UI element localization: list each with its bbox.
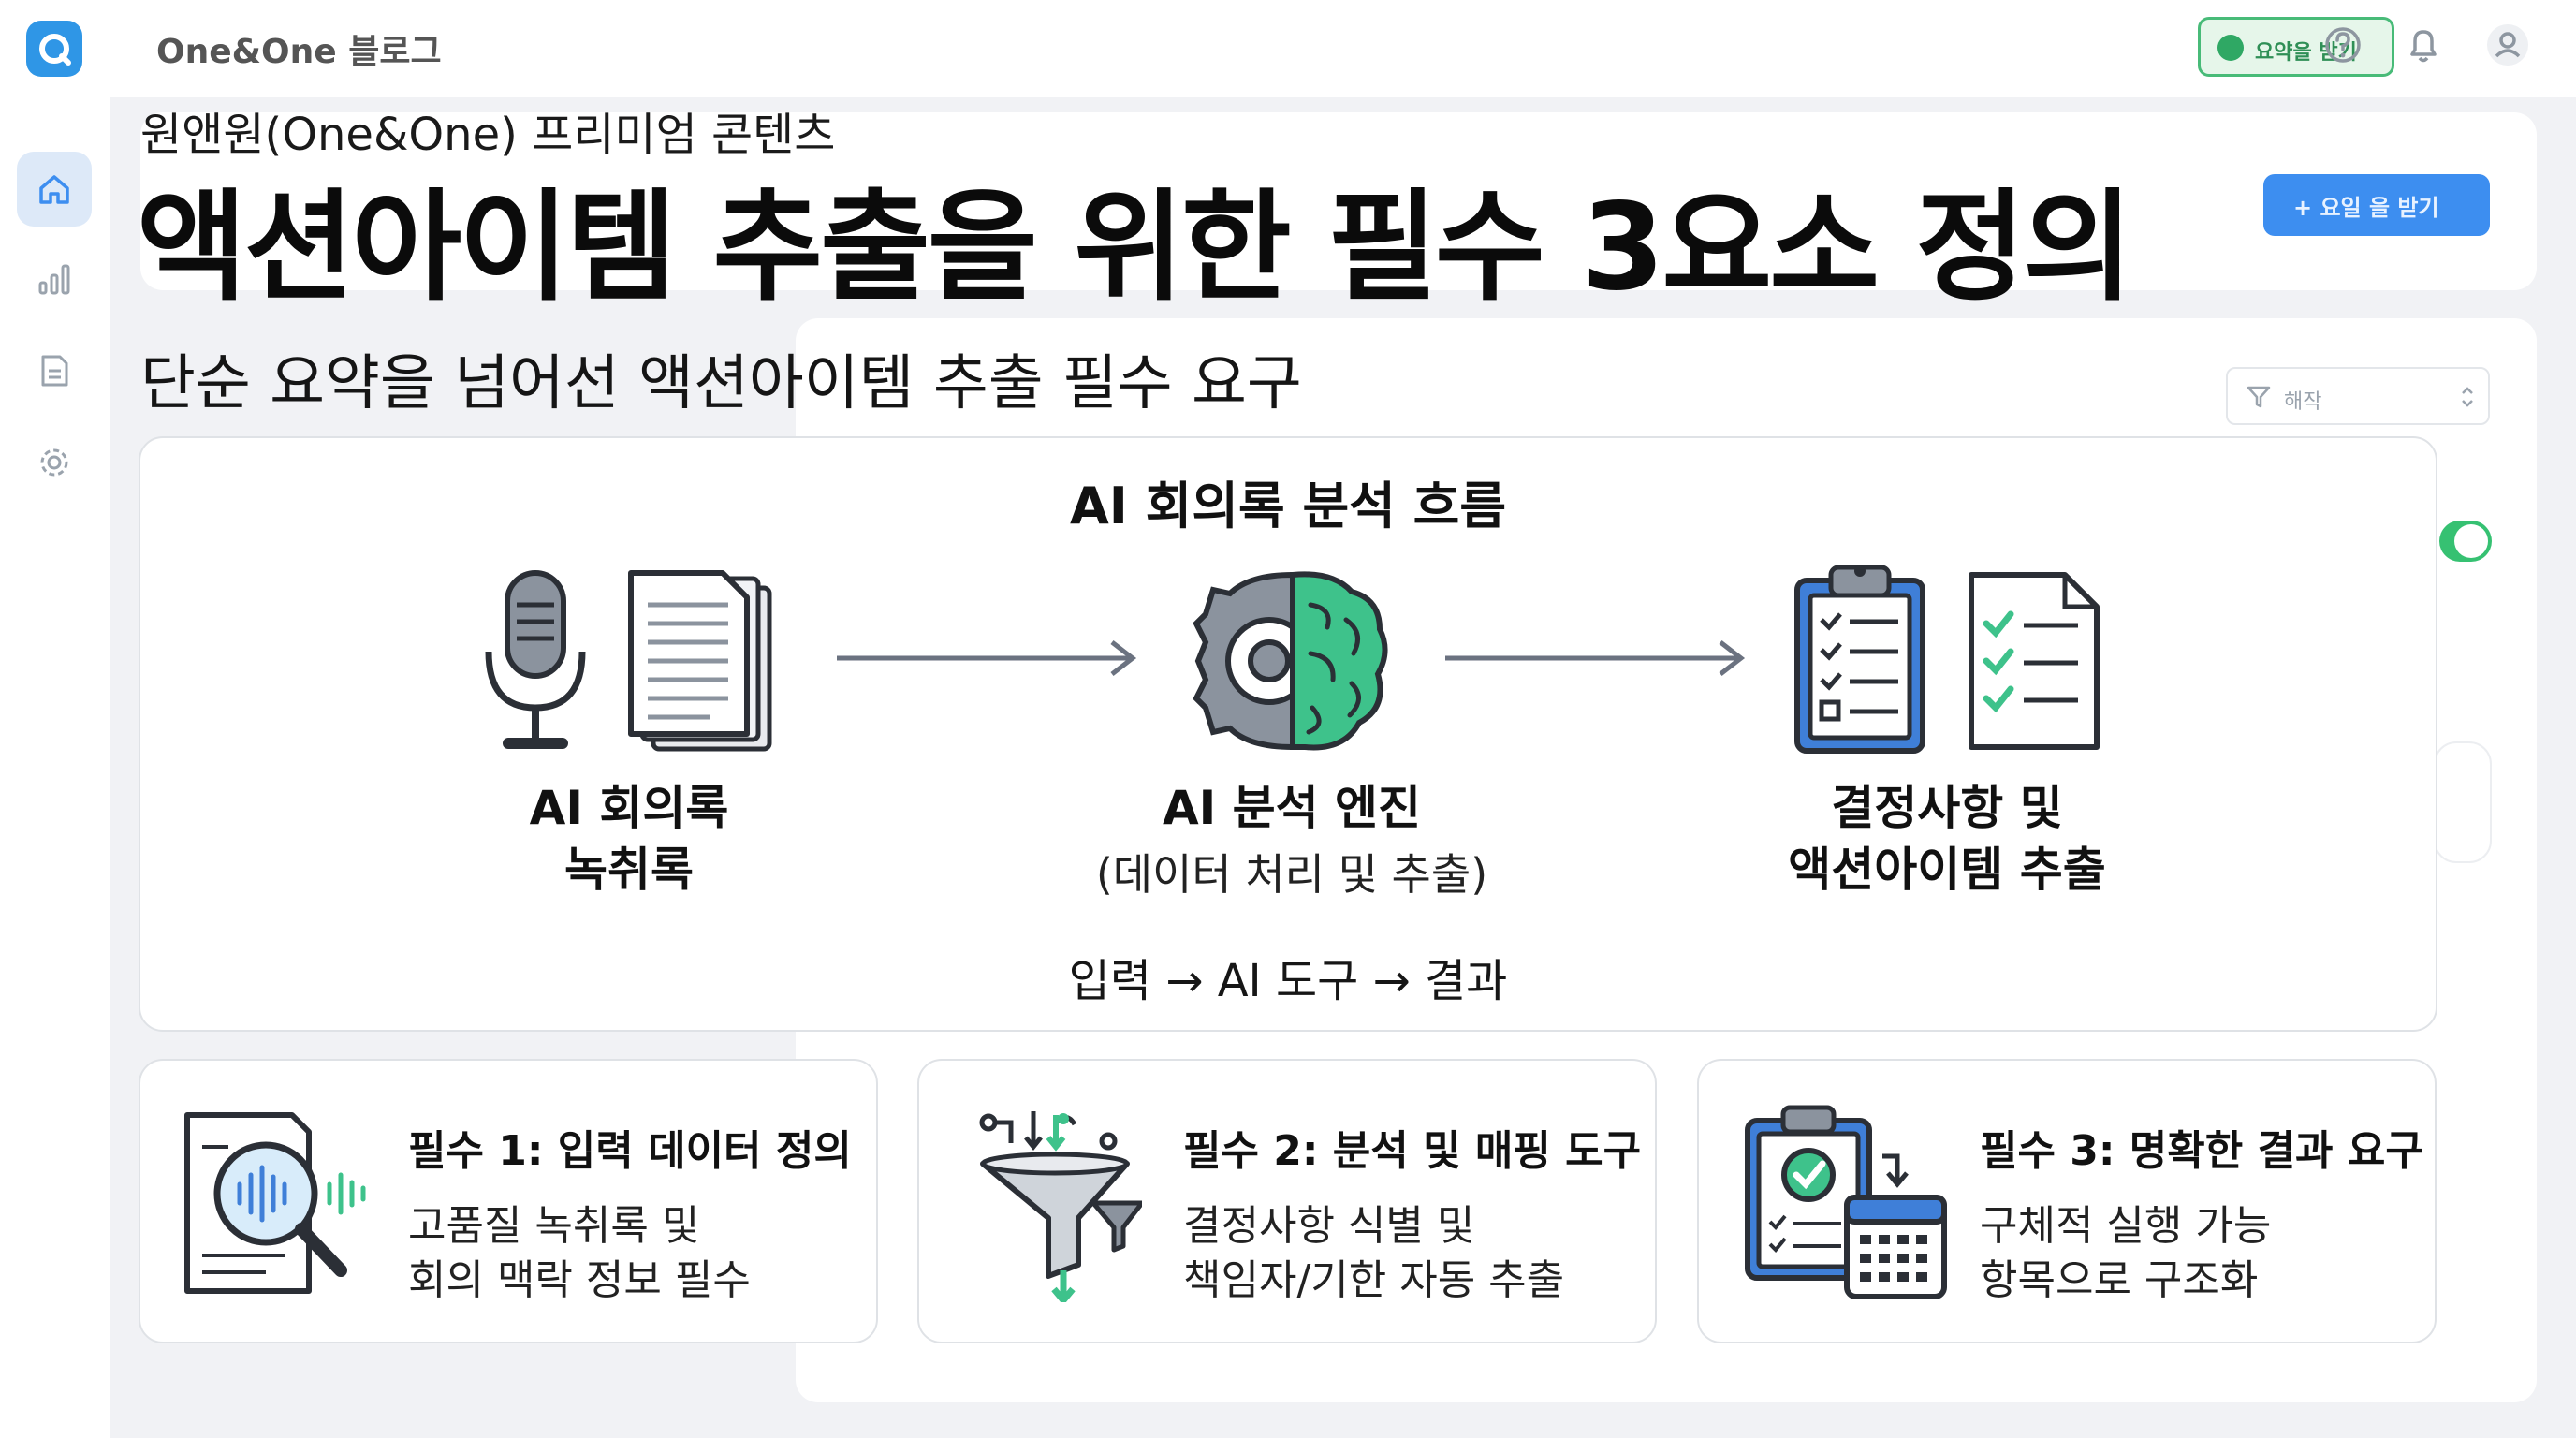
sidebar-item-stats[interactable] (17, 242, 92, 316)
primary-action-label: + 요일 을 받기 (2293, 195, 2439, 221)
sidebar-item-home[interactable] (17, 152, 92, 227)
requirement-3-line2: 항목으로 구조화 (1980, 1256, 2259, 1304)
user-avatar-icon[interactable] (2483, 21, 2532, 69)
check-circle-icon (2217, 35, 2244, 61)
funnel-icon (979, 1111, 1142, 1302)
flow-title: AI 회의록 분석 흐름 (1069, 477, 1507, 536)
step-1-title: AI 회의록 (529, 781, 729, 835)
page-subheading: 원앤원(One&One) 프리미엄 콘텐츠 (140, 109, 836, 161)
step-2-subtitle: (데이터 처리 및 추출) (1095, 849, 1488, 900)
sidebar-item-documents[interactable] (17, 333, 92, 408)
page-title: 액션아이템 추출을 위한 필수 3요소 정의 (137, 178, 2133, 317)
step-2-title: AI 분석 엔진 (1162, 781, 1422, 835)
sidebar-item-settings[interactable] (17, 425, 92, 500)
microphone-icon (485, 570, 586, 749)
toggle-switch[interactable] (2439, 521, 2492, 562)
step-3-title: 결정사항 및 (1831, 781, 2063, 835)
top-bar: One&One 블로그 요약을 받기 (110, 0, 2576, 97)
step-1-subtitle: 녹취록 (564, 843, 694, 897)
chevron-updown-icon (2462, 387, 2473, 407)
requirement-3-title: 필수 3: 명확한 결과 요구 (1980, 1127, 2423, 1175)
step-3-subtitle: 액션아이템 추출 (1788, 843, 2106, 897)
requirement-1-line1: 고품질 녹취록 및 (408, 1202, 700, 1250)
clipboard-checklist-icon (1794, 565, 1925, 754)
flow-caption: 입력 → AI 도구 → 결과 (1068, 955, 1508, 1007)
brand-name: One&One 블로그 (156, 33, 442, 71)
primary-action-button[interactable]: + 요일 을 받기 (2263, 174, 2490, 236)
logo-icon (39, 34, 71, 66)
analysis-flow-card: AI 회의록 분석 흐름 (139, 436, 2437, 1032)
clipboard-calendar-icon (1745, 1105, 1947, 1299)
sidebar (0, 0, 110, 1438)
requirement-1-title: 필수 1: 입력 데이터 정의 (408, 1127, 852, 1175)
app-logo[interactable] (26, 21, 82, 77)
requirement-2-line2: 책임자/기한 자동 추출 (1183, 1256, 1565, 1304)
arrow-right-icon (1445, 640, 1746, 676)
home-icon (39, 175, 69, 204)
page-subtitle: 단순 요약을 넘어선 액션아이템 추출 필수 요구 (140, 349, 1302, 418)
requirement-card-2: 필수 2: 분석 및 매핑 도구 결정사항 식별 및 책임자/기한 자동 추출 (917, 1059, 1657, 1343)
background-panel-top (140, 112, 2537, 290)
checklist-document-icon (1969, 572, 2100, 750)
document-icon (41, 355, 68, 387)
requirement-2-title: 필수 2: 분석 및 매핑 도구 (1183, 1127, 1642, 1175)
background-side-card (2434, 741, 2492, 863)
document-stack-icon (628, 570, 772, 752)
filter-select[interactable]: 해작 (2226, 367, 2490, 425)
arrow-right-icon (837, 640, 1137, 676)
magnifier-audio-icon (184, 1112, 366, 1294)
help-icon[interactable] (2319, 21, 2367, 69)
requirement-2-line1: 결정사항 식별 및 (1183, 1202, 1475, 1250)
requirement-1-line2: 회의 맥락 정보 필수 (408, 1256, 751, 1304)
filter-icon (2247, 386, 2271, 408)
requirement-card-1: 필수 1: 입력 데이터 정의 고품질 녹취록 및 회의 맥락 정보 필수 (139, 1059, 878, 1343)
bar-chart-icon (38, 264, 70, 295)
gear-icon (40, 448, 68, 477)
requirement-card-3: 필수 3: 명확한 결과 요구 구체적 실행 가능 항목으로 구조화 (1697, 1059, 2437, 1343)
filter-label: 해작 (2284, 390, 2322, 414)
gear-brain-icon (1193, 571, 1388, 751)
bell-icon[interactable] (2399, 21, 2448, 69)
requirement-3-line1: 구체적 실행 가능 (1980, 1202, 2272, 1250)
